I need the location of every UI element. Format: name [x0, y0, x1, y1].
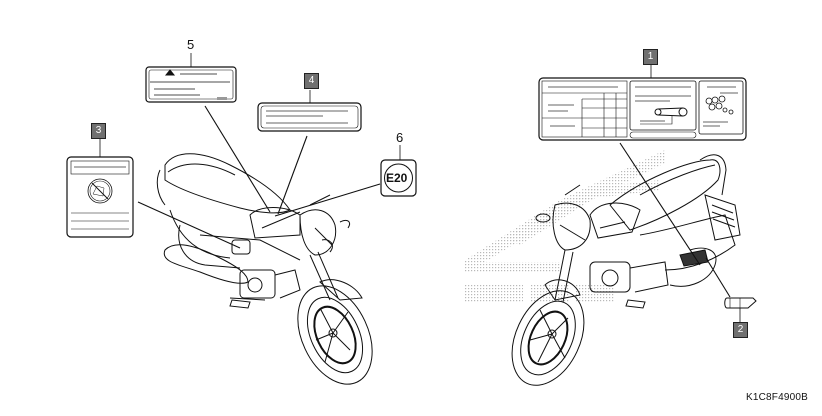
label-3-fuel[interactable] — [66, 138, 134, 238]
left-motorcycle — [156, 153, 373, 385]
e20-badge-text: E20 — [386, 171, 408, 185]
callout-4: 4 — [304, 73, 319, 89]
label-2-tab[interactable] — [724, 297, 757, 322]
callout-5: 5 — [187, 37, 195, 52]
callout-1: 1 — [643, 49, 658, 65]
label-6-e20[interactable] — [380, 145, 417, 197]
right-motorcycle — [511, 154, 741, 386]
label-5-warning[interactable] — [145, 53, 237, 103]
label-4[interactable] — [257, 90, 362, 132]
callout-6: 6 — [396, 130, 404, 145]
callout-3: 3 — [91, 123, 106, 139]
watermark-logo — [465, 150, 665, 303]
callout-2: 2 — [733, 322, 748, 338]
diagram-code: K1C8F4900B — [745, 392, 808, 403]
label-1-info[interactable] — [538, 49, 747, 141]
leader-lines — [137, 105, 731, 298]
